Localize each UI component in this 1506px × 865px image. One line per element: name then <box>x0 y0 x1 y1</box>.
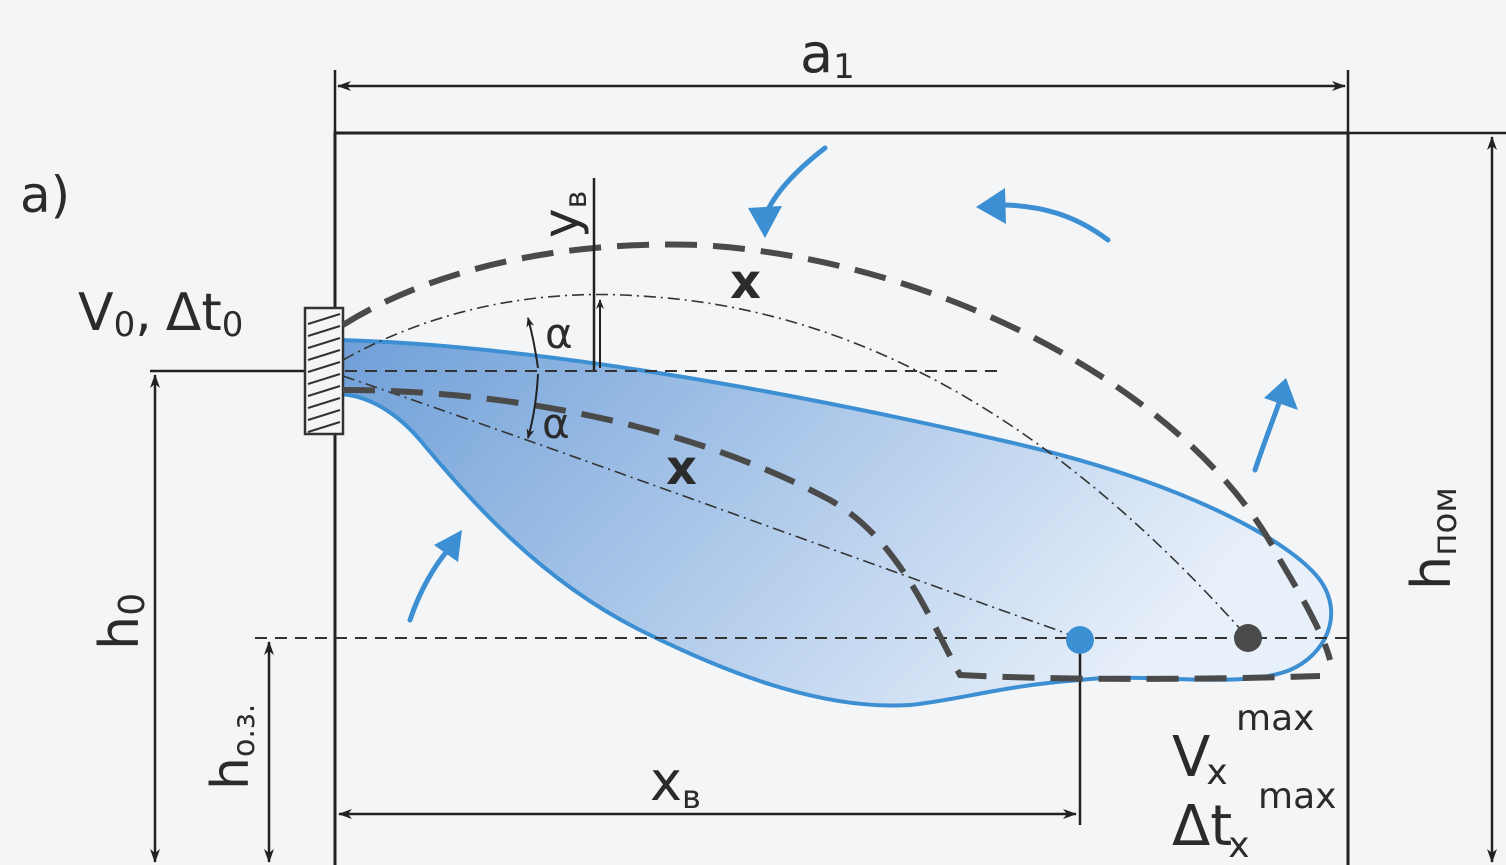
yv-label: yв <box>532 191 594 238</box>
supply-grille <box>303 306 345 436</box>
vx-max-sup: max <box>1236 698 1314 739</box>
hpom-label: hпом <box>1400 487 1465 590</box>
air-jet-region <box>338 337 1334 708</box>
dark-point <box>1234 624 1262 652</box>
airflow-arrow-top-right <box>976 188 1111 243</box>
a1-label: a1 <box>800 22 855 87</box>
dtx-max-sup: max <box>1258 776 1336 817</box>
v0-dt0-label: V0,Δt0 <box>78 283 243 345</box>
x-upper-label: x <box>730 254 761 310</box>
room-outline <box>333 131 1350 865</box>
vx-max-label: Vx <box>1172 725 1228 793</box>
upper-axis-trajectory <box>342 293 1251 641</box>
upper-jet-boundary <box>341 241 1333 661</box>
airflow-arrow-left-bottom <box>407 530 462 623</box>
alpha-lower-label: α <box>542 399 570 448</box>
h0-label: h0 <box>88 593 153 650</box>
hoz-label: hо.з. <box>201 704 262 790</box>
alpha-upper-label: α <box>545 309 573 358</box>
alpha-lower-arc <box>526 373 539 439</box>
airflow-arrow-top <box>748 145 828 238</box>
dtx-max-label: Δtx <box>1172 794 1250 865</box>
blue-point <box>1066 626 1094 654</box>
panel-label: a) <box>20 166 70 224</box>
airflow-arrow-right <box>1252 378 1298 473</box>
xv-label: xв <box>650 750 701 816</box>
lower-jet-boundary <box>342 387 1321 682</box>
alpha-upper-arc <box>526 317 539 369</box>
lower-axis-trajectory <box>342 375 1086 641</box>
x-lower-label: x <box>666 440 697 496</box>
